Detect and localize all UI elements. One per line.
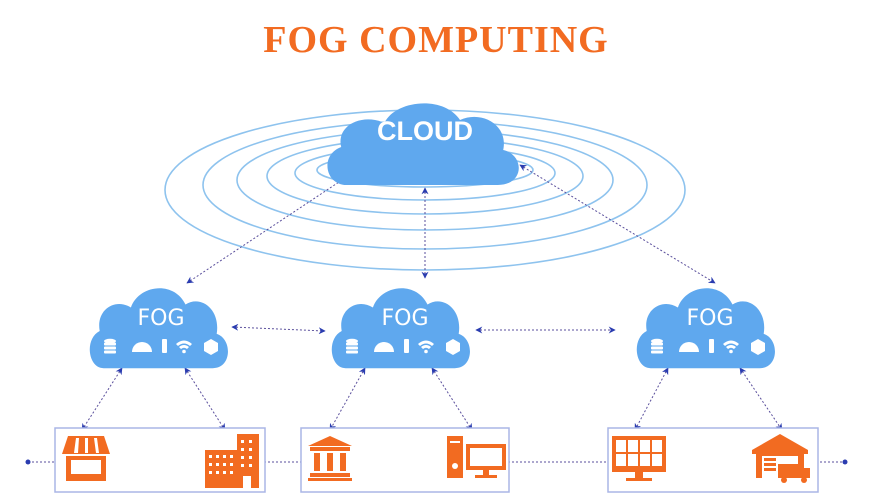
fog-node: FOG [331,288,470,369]
wifi-icon [723,340,739,354]
cloud-label: CLOUD [377,116,473,146]
fog-node: FOG [89,288,228,369]
wifi-icon [418,340,434,354]
sensor-icon [404,339,409,353]
database-icon [104,338,116,354]
store-icon [62,436,110,481]
cube-icon [751,339,765,355]
cube-icon [204,339,218,355]
desktop-computer-icon [447,436,506,478]
fog-label: FOG [381,306,428,331]
monitor-grid-icon [612,436,666,481]
fog-label: FOG [137,306,184,331]
page-title: FOG COMPUTING [263,19,608,61]
cube-icon [446,339,460,355]
warehouse-truck-icon [752,434,810,483]
wifi-icon [176,340,192,354]
cloud-node: CLOUD [327,103,519,185]
gauge-icon [679,342,699,352]
database-icon [651,338,663,354]
gauge-icon [132,342,152,352]
fog-label: FOG [686,306,733,331]
fog-node: FOG [636,288,775,369]
sensor-icon [162,339,167,353]
gauge-icon [374,342,394,352]
office-building-icon [205,434,259,488]
bank-icon [308,436,352,481]
database-icon [346,338,358,354]
sensor-icon [709,339,714,353]
